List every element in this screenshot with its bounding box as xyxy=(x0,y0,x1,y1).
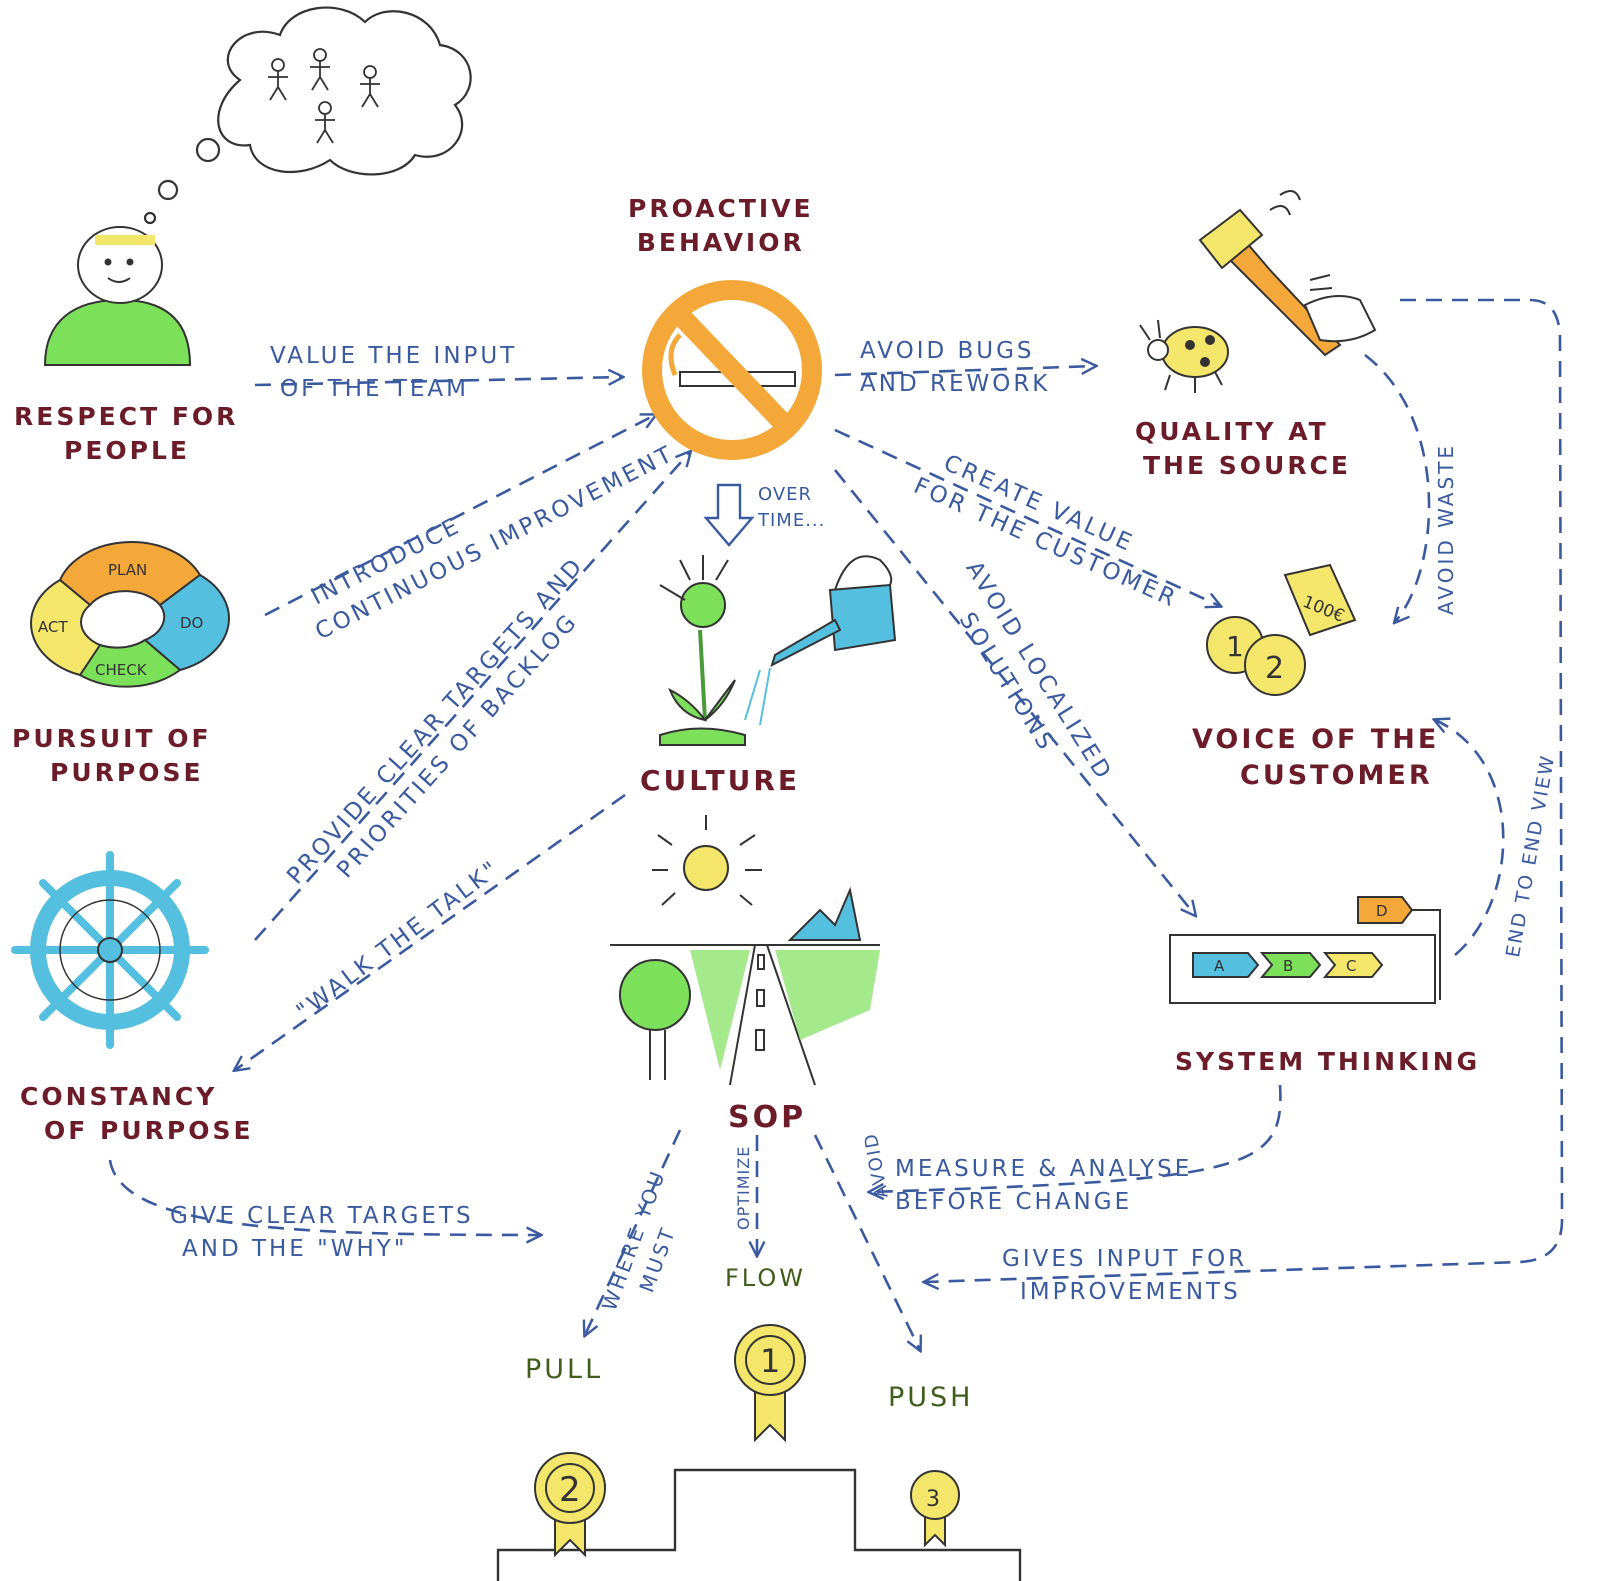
gives-input-line-2: IMPROVEMENTS xyxy=(1020,1279,1241,1306)
coin-2-label: 2 xyxy=(1265,651,1284,686)
hammer-icon xyxy=(1198,190,1377,357)
over-time-line-2: TIME... xyxy=(758,510,826,532)
ship-wheel-icon xyxy=(11,851,209,1049)
system-thinking-label: SYSTEM THINKING xyxy=(1175,1047,1481,1076)
avoid-waste-label: AVOID WASTE xyxy=(1434,442,1458,615)
give-targets-line-2: AND THE "WHY" xyxy=(182,1236,408,1263)
coin-1-label: 1 xyxy=(1226,630,1244,663)
arrow-sop-to-pull xyxy=(585,1129,682,1335)
process-chain-icon xyxy=(1169,896,1441,1004)
pdca-cycle-icon xyxy=(30,541,230,688)
arrow-sop-to-push xyxy=(813,1134,920,1350)
pdca-act-label: ACT xyxy=(38,618,68,636)
over-time-arrow xyxy=(703,483,755,547)
process-a-label: A xyxy=(1214,957,1225,975)
medal-2-label: 2 xyxy=(559,1470,581,1510)
medal-second-icon xyxy=(534,1452,606,1558)
podium-icon xyxy=(496,1468,1022,1581)
gives-input-line-1: GIVES INPUT FOR xyxy=(1002,1246,1248,1272)
value-input-label: VALUE THE INPUT OF THE TEAM xyxy=(270,340,517,407)
arrow-culture-to-constancy xyxy=(235,793,626,1070)
proactive-behavior-label: PROACTIVE BEHAVIOR xyxy=(628,192,814,260)
medal-1-label: 1 xyxy=(760,1342,780,1380)
respect-line-1: RESPECT FOR xyxy=(14,402,239,431)
proactive-line-1: PROACTIVE xyxy=(628,194,814,223)
avoid-bugs-label: AVOID BUGS AND REWORK xyxy=(860,335,1050,402)
road-scene-icon xyxy=(610,815,880,1086)
flow-label: FLOW xyxy=(725,1264,806,1292)
arrow-system-to-sop xyxy=(870,1084,1282,1192)
process-d-label: D xyxy=(1376,902,1388,920)
avoid-bugs-line-2: AND REWORK xyxy=(860,371,1051,398)
give-targets-line-1: GIVE CLEAR TARGETS xyxy=(170,1203,474,1229)
watering-can-icon xyxy=(744,555,897,726)
money-icon xyxy=(1206,563,1357,696)
medal-3-label: 3 xyxy=(926,1487,940,1512)
no-smoking-icon xyxy=(642,280,822,460)
arrow-constancy-to-proactive xyxy=(254,452,690,941)
arrow-proactive-to-quality xyxy=(834,366,1095,377)
arrow-hammer-to-voice xyxy=(1364,353,1431,622)
respect-line-2: PEOPLE xyxy=(64,435,190,465)
pursuit-of-purpose-label: PURSUIT OF PURPOSE xyxy=(12,722,212,790)
pursuit-line-2: PURPOSE xyxy=(50,757,204,787)
voice-line-1: VOICE OF THE xyxy=(1192,724,1440,755)
arrow-system-to-voice xyxy=(1435,720,1505,956)
pdca-plan-label: PLAN xyxy=(108,561,147,579)
constancy-line-2: OF PURPOSE xyxy=(44,1115,254,1145)
drawing-labels: PLAN DO CHECK ACT 100€ 1 2 A B C D 1 2 3 xyxy=(38,561,1388,1512)
medal-first-icon xyxy=(734,1324,806,1443)
culture-label: CULTURE xyxy=(640,764,801,797)
arrow-loop-to-sop xyxy=(925,298,1564,1282)
pdca-do-label: DO xyxy=(180,614,203,632)
connector-arrows xyxy=(108,298,1564,1350)
process-c-label: C xyxy=(1346,957,1356,975)
measure-line-2: BEFORE CHANGE xyxy=(895,1189,1133,1216)
quality-at-the-source-label: QUALITY AT THE SOURCE xyxy=(1135,415,1351,483)
pursuit-line-1: PURSUIT OF xyxy=(12,724,212,753)
over-time-label: OVER TIME... xyxy=(758,482,825,534)
push-label: PUSH xyxy=(888,1382,974,1413)
voice-line-2: CUSTOMER xyxy=(1240,760,1433,792)
sop-label: SOP xyxy=(728,1100,807,1135)
constancy-of-purpose-label: CONSTANCY OF PURPOSE xyxy=(20,1080,254,1148)
ladybug-icon xyxy=(1139,319,1229,393)
voice-of-the-customer-label: VOICE OF THE CUSTOMER xyxy=(1192,722,1439,795)
pdca-check-label: CHECK xyxy=(95,661,148,679)
stick-figures-icon xyxy=(268,48,380,144)
respect-for-people-label: RESPECT FOR PEOPLE xyxy=(14,400,238,468)
measure-analyse-label: MEASURE & ANALYSE BEFORE CHANGE xyxy=(895,1153,1192,1220)
arrow-respect-to-proactive xyxy=(254,377,622,387)
arrow-pursuit-to-proactive xyxy=(264,415,655,617)
arrow-proactive-to-system xyxy=(833,469,1195,915)
quality-line-2: THE SOURCE xyxy=(1143,450,1351,480)
process-b-label: B xyxy=(1283,957,1293,975)
plant-icon xyxy=(659,555,746,746)
quality-line-1: QUALITY AT xyxy=(1135,417,1329,446)
value-input-line-2: OF THE TEAM xyxy=(280,376,469,403)
arrow-constancy-to-sop xyxy=(108,1159,540,1235)
give-targets-label: GIVE CLEAR TARGETS AND THE "WHY" xyxy=(170,1200,474,1267)
person-icon xyxy=(43,226,192,366)
avoid-bugs-line-1: AVOID BUGS xyxy=(860,338,1035,364)
medal-third-icon xyxy=(910,1470,960,1548)
constancy-line-1: CONSTANCY xyxy=(20,1082,218,1111)
proactive-line-2: BEHAVIOR xyxy=(636,227,805,257)
pull-label: PULL xyxy=(525,1354,604,1385)
optimize-label: OPTIMIZE xyxy=(734,1145,753,1230)
arrow-proactive-to-voice xyxy=(834,428,1220,606)
gives-input-label: GIVES INPUT FOR IMPROVEMENTS xyxy=(1002,1243,1247,1310)
over-time-line-1: OVER xyxy=(758,484,813,505)
measure-line-1: MEASURE & ANALYSE xyxy=(895,1156,1193,1182)
value-input-line-1: VALUE THE INPUT xyxy=(270,343,518,369)
thought-cloud xyxy=(143,6,472,225)
